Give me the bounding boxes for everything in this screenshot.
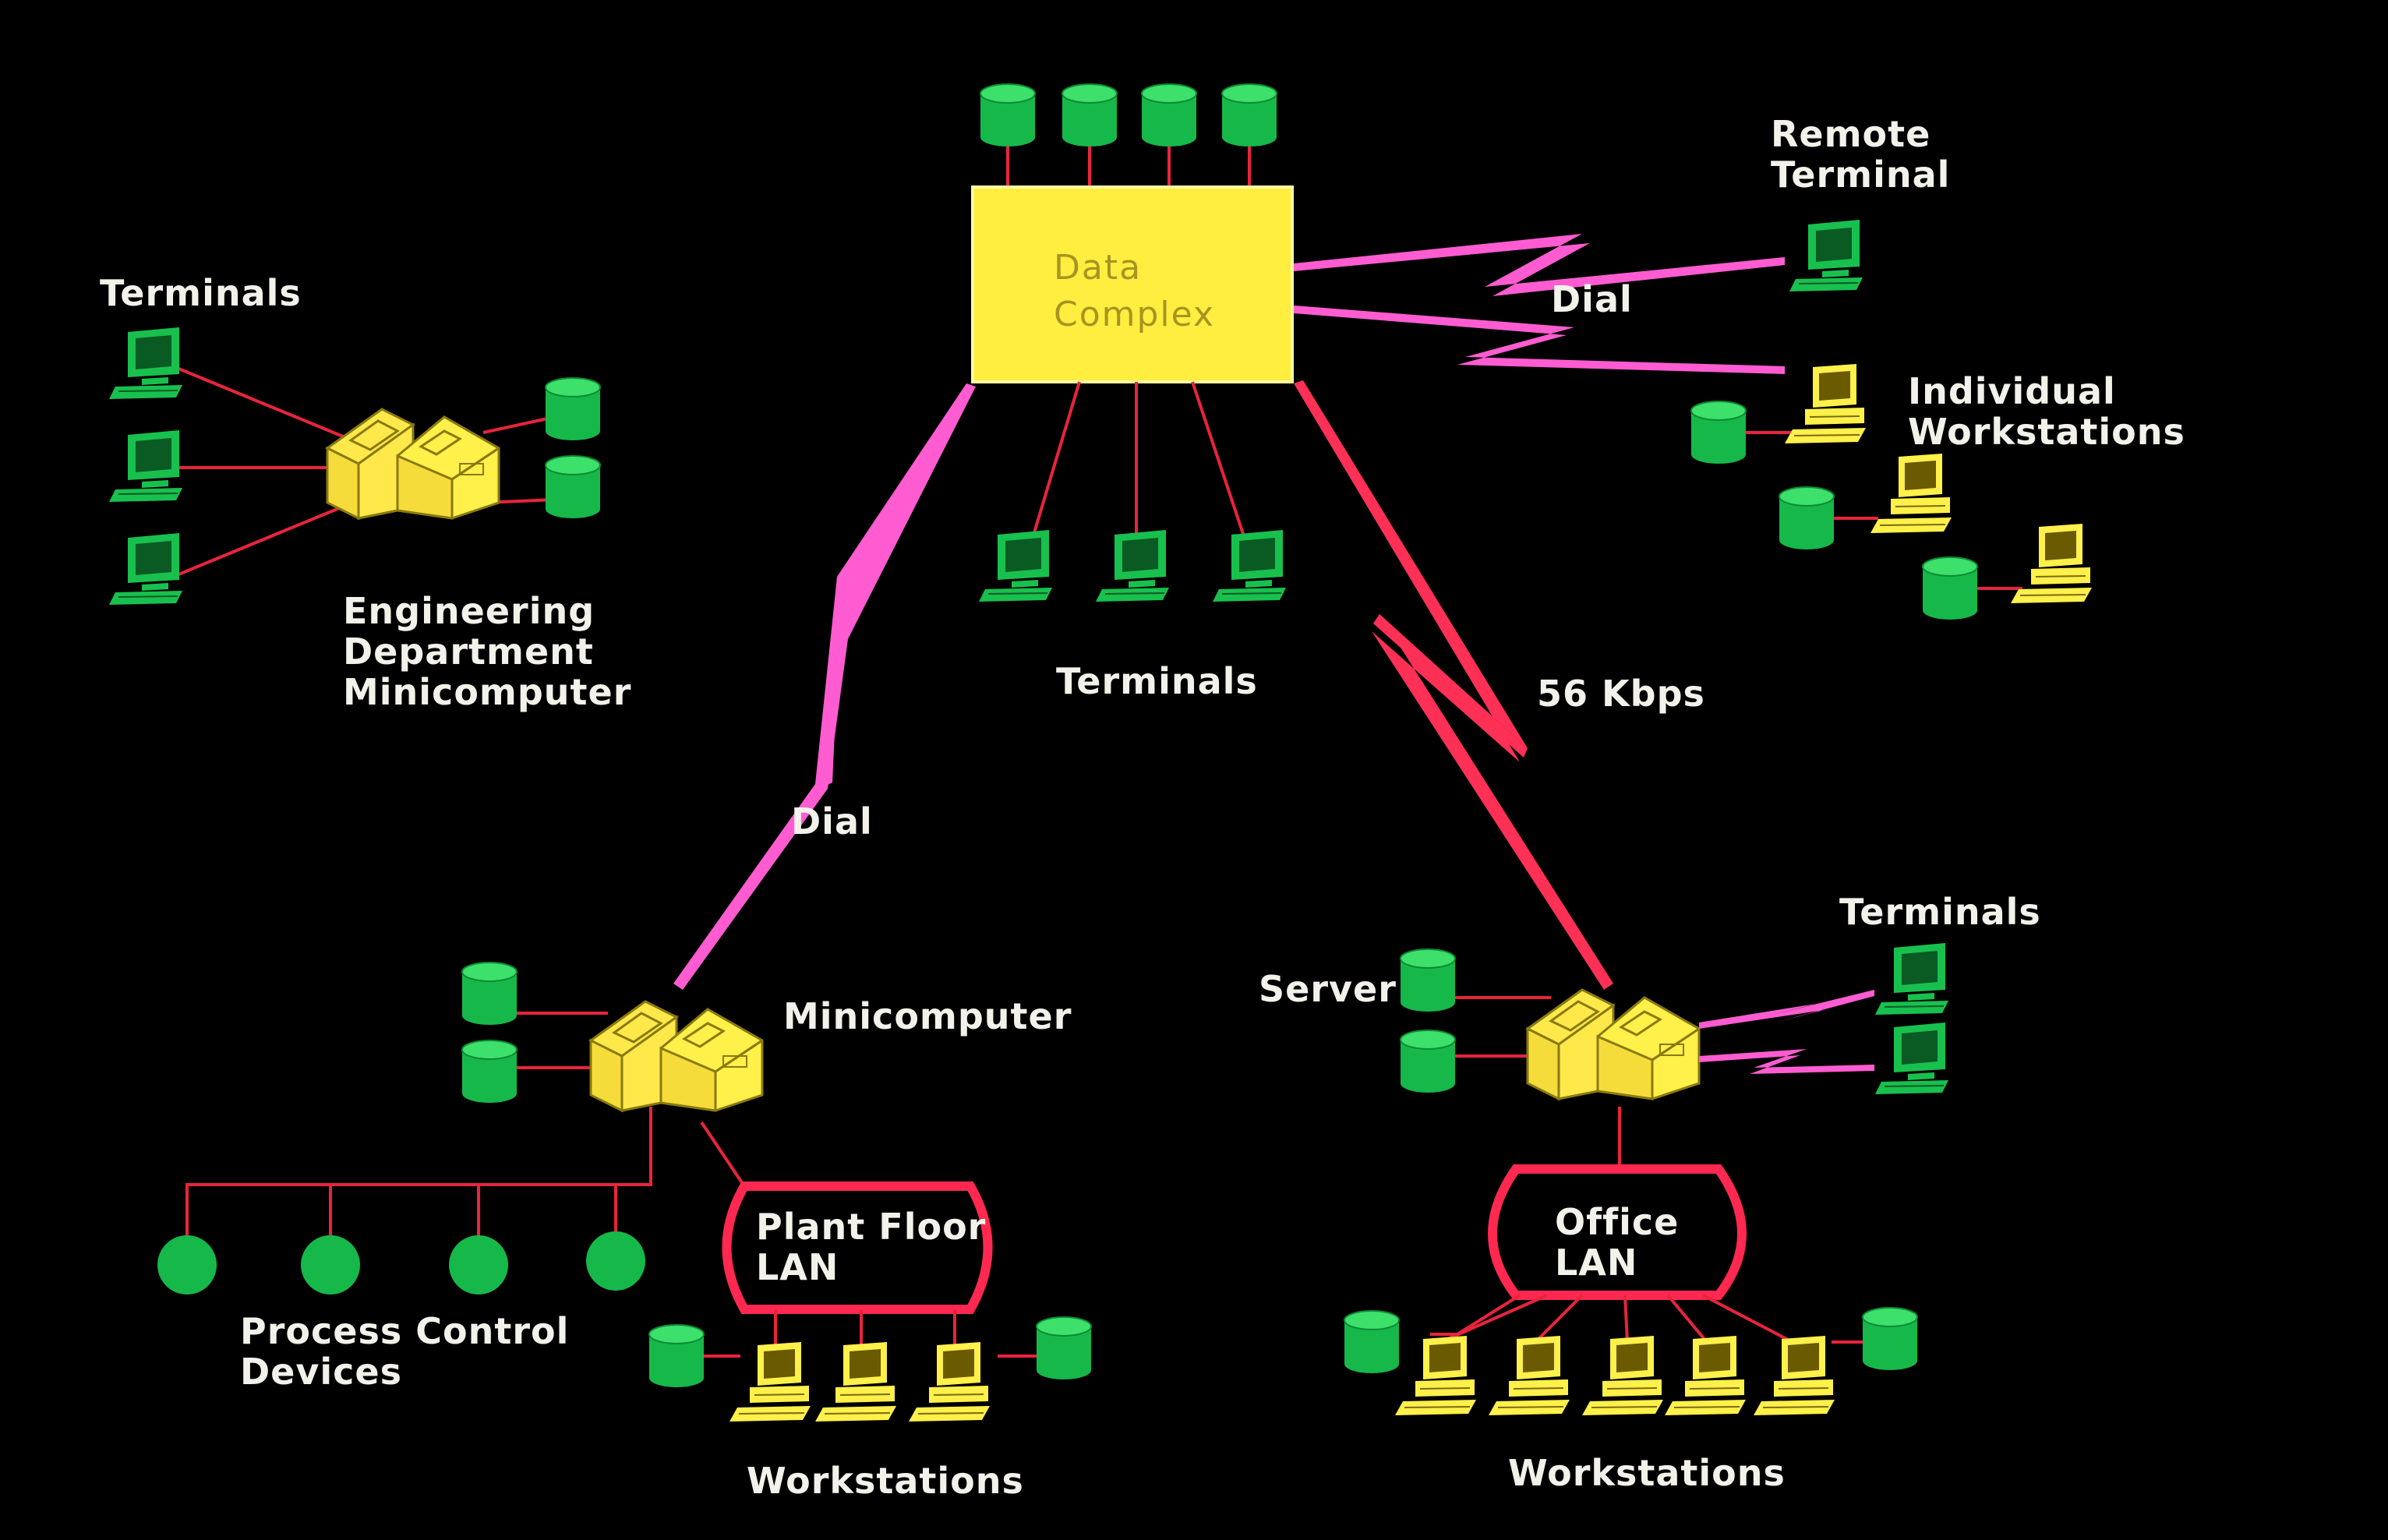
process-device-icon [586, 1231, 645, 1291]
office-server: Server Terminals Office LAN Workstations [1259, 891, 2041, 1494]
data-complex-disks [980, 83, 1277, 189]
engineering-label-1: Engineering [343, 590, 595, 632]
workstation-icon [729, 1341, 811, 1422]
minicomputer-label: Minicomputer [783, 995, 1072, 1037]
disk-icon [1344, 1310, 1400, 1374]
terminal-icon [1789, 219, 1863, 292]
server-icon [1526, 988, 1701, 1100]
office-lan-label-1: Office [1555, 1201, 1679, 1243]
disk-icon [1221, 83, 1277, 147]
individual-ws-label-2: Workstations [1908, 411, 2185, 453]
terminals-left-label: Terminals [100, 272, 302, 314]
disk-icon [545, 455, 601, 519]
plant-lan-label-2: LAN [756, 1246, 839, 1288]
remote-terminal-label-2: Terminal [1771, 154, 1950, 196]
kbps-label: 56 Kbps [1537, 673, 1705, 715]
center-terminals: Terminals [978, 381, 1287, 702]
dial-top-label: Dial [1551, 278, 1633, 320]
workstation-icon [1753, 1335, 1835, 1416]
remote-terminal: Remote Terminal [1771, 113, 1950, 292]
disk-icon [1779, 486, 1835, 550]
workstation-icon [1664, 1335, 1747, 1416]
terminal-icon [108, 532, 183, 606]
workstation-icon [1784, 363, 1867, 444]
workstation-icon [1581, 1335, 1664, 1416]
dial-link-individual [1294, 306, 1785, 374]
data-complex-label-2: Complex [1054, 295, 1215, 334]
engineering-minicomputer: Terminals Engineering Department Minicom… [100, 272, 631, 713]
engineering-label-3: Minicomputer [343, 671, 631, 713]
remote-dial-links: Dial [1294, 234, 1785, 374]
terminal-icon [1212, 529, 1287, 602]
workstation-icon [1394, 1335, 1477, 1416]
individual-workstations: Individual Workstations [1690, 363, 2185, 620]
server-label: Server [1259, 968, 1397, 1010]
data-complex: Data Complex [971, 83, 1294, 383]
plant-floor-lan [722, 1181, 993, 1314]
dial-link-terminal [1699, 990, 1874, 1029]
disk-icon [1400, 948, 1456, 1012]
process-device-icon [157, 1235, 217, 1295]
disk-icon [461, 962, 518, 1026]
plant-lan-label-1: Plant Floor [756, 1206, 986, 1248]
workstations-right-label: Workstations [1508, 1452, 1786, 1494]
dial-link-remote [1294, 234, 1785, 296]
process-label-2: Devices [240, 1351, 402, 1393]
data-complex-label-1: Data [1054, 248, 1142, 288]
workstation-icon [1870, 453, 1952, 534]
dial-left-label: Dial [791, 800, 873, 842]
plant-minicomputer: Minicomputer Process Control Devices Pla… [157, 962, 1092, 1502]
engineering-label-2: Department [343, 630, 594, 673]
disk-icon [1141, 83, 1197, 147]
workstation-icon [1488, 1335, 1570, 1416]
disk-icon [648, 1324, 705, 1388]
terminal-icon [1095, 529, 1170, 602]
workstation-icon [908, 1341, 991, 1422]
terminal-icon [108, 429, 183, 503]
process-label-1: Process Control [240, 1310, 569, 1352]
disk-icon [545, 377, 601, 441]
disk-icon [980, 83, 1036, 147]
terminal-icon [1874, 942, 1949, 1015]
terminal-icon [108, 327, 183, 400]
minicomputer-icon [326, 408, 500, 520]
process-device-icon [301, 1235, 360, 1295]
terminal-icon [1874, 1022, 1949, 1095]
disk-icon [461, 1040, 518, 1104]
disk-icon [1400, 1030, 1456, 1093]
workstation-icon [2010, 523, 2093, 604]
data-complex-box [971, 185, 1294, 383]
terminals-right-label: Terminals [1839, 891, 2041, 933]
process-device-icon [449, 1235, 508, 1295]
workstation-icon [814, 1341, 897, 1422]
dial-link-terminal [1699, 1049, 1874, 1074]
office-lan-label-2: LAN [1555, 1242, 1637, 1284]
disk-icon [1036, 1316, 1092, 1380]
minicomputer-icon [589, 1000, 764, 1112]
kbps-link: 56 Kbps [1294, 380, 1705, 990]
disk-icon [1690, 401, 1747, 464]
terminal-icon [978, 529, 1053, 602]
individual-ws-label-1: Individual [1908, 370, 2116, 412]
disk-icon [1062, 83, 1118, 147]
dial-link-plant: Dial [673, 383, 976, 990]
disk-icon [1862, 1307, 1918, 1371]
disk-icon [1922, 556, 1978, 620]
workstations-left-label: Workstations [747, 1460, 1024, 1502]
terminals-center-label: Terminals [1056, 660, 1258, 702]
remote-terminal-label-1: Remote [1771, 113, 1931, 155]
office-lan [1488, 1164, 1747, 1300]
